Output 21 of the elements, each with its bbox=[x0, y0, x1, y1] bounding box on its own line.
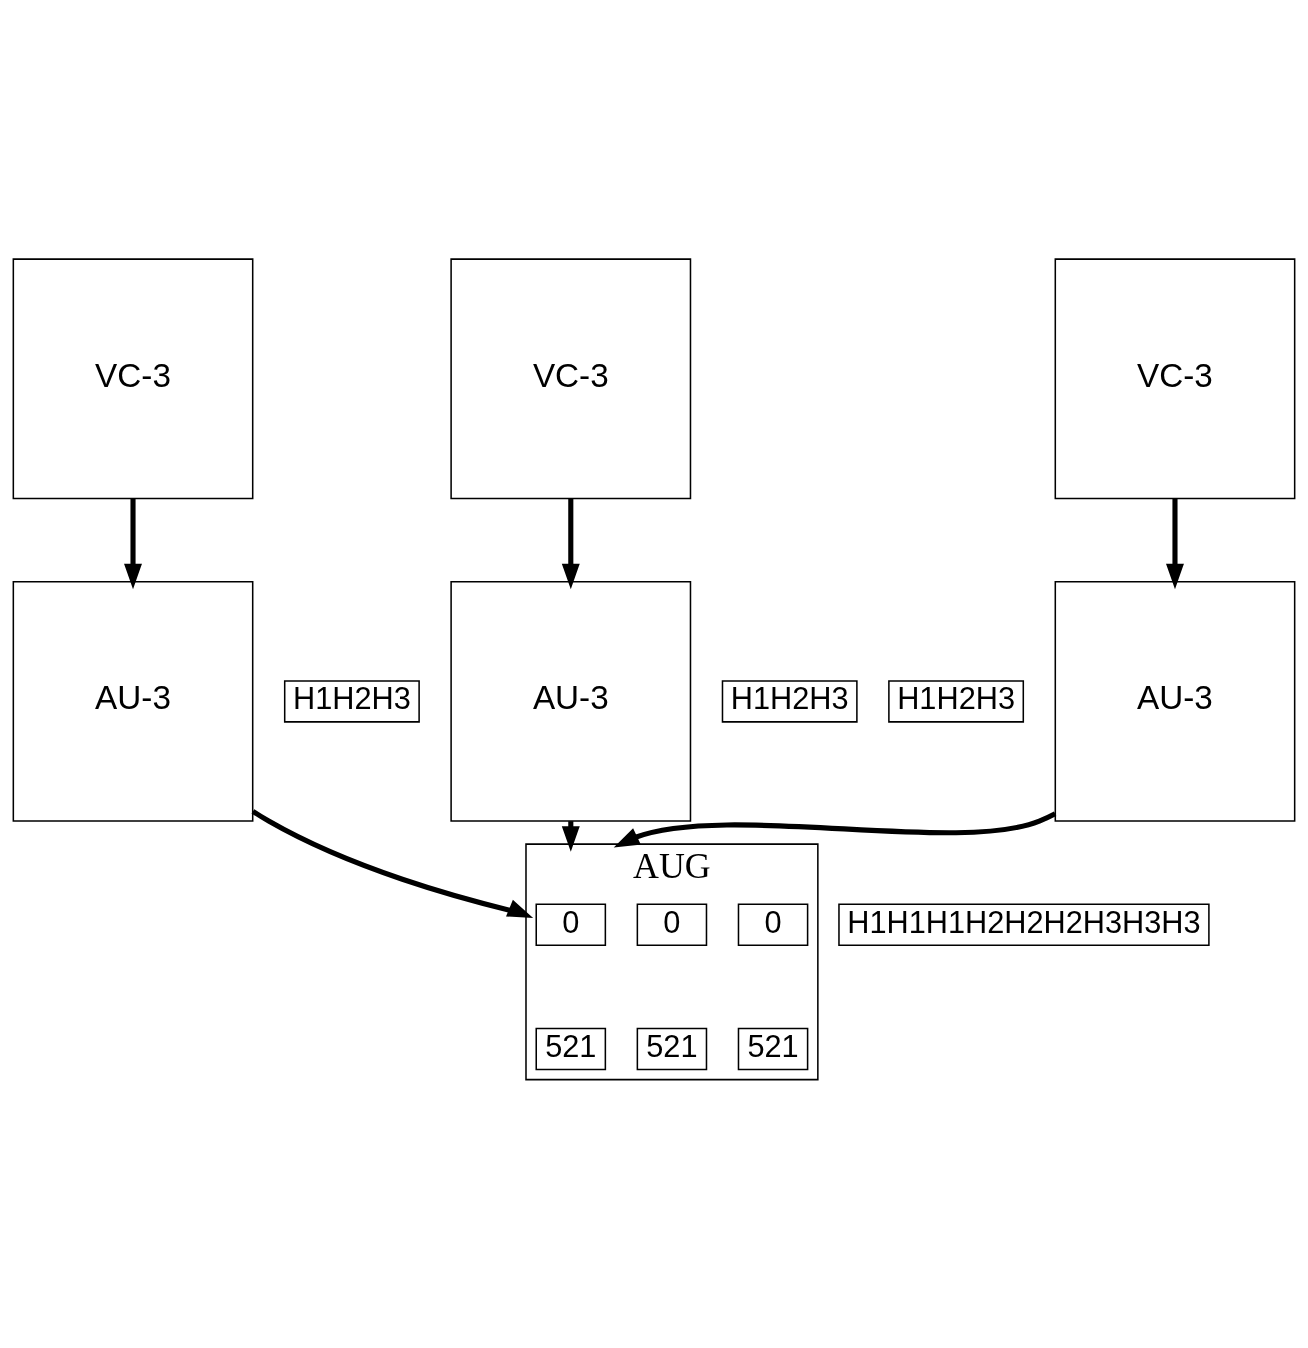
node-box: 521 bbox=[535, 1027, 607, 1070]
node-box: 0 bbox=[636, 903, 708, 946]
arrow bbox=[251, 808, 534, 918]
node-box: 0 bbox=[737, 903, 809, 946]
node-box: VC-3 bbox=[1054, 257, 1296, 499]
node-box: 521 bbox=[636, 1027, 708, 1070]
node-box: H1H2H3 bbox=[721, 679, 858, 723]
node-box: H1H1H1H2H2H2H3H3H3 bbox=[838, 903, 1210, 946]
arrow bbox=[613, 810, 1057, 847]
node-box: AU-3 bbox=[1054, 580, 1296, 822]
arrow bbox=[124, 498, 142, 589]
node-box: H1H2H3 bbox=[888, 679, 1025, 723]
node-box: H1H2H3 bbox=[283, 679, 420, 723]
node-box: 0 bbox=[535, 903, 607, 946]
arrow bbox=[561, 498, 580, 589]
node-box: VC-3 bbox=[12, 257, 254, 499]
arrow bbox=[1166, 498, 1184, 589]
node-box: 521 bbox=[737, 1027, 809, 1070]
node-box: VC-3 bbox=[450, 257, 692, 499]
node-box: AU-3 bbox=[12, 580, 254, 822]
node-box: AU-3 bbox=[450, 580, 692, 822]
